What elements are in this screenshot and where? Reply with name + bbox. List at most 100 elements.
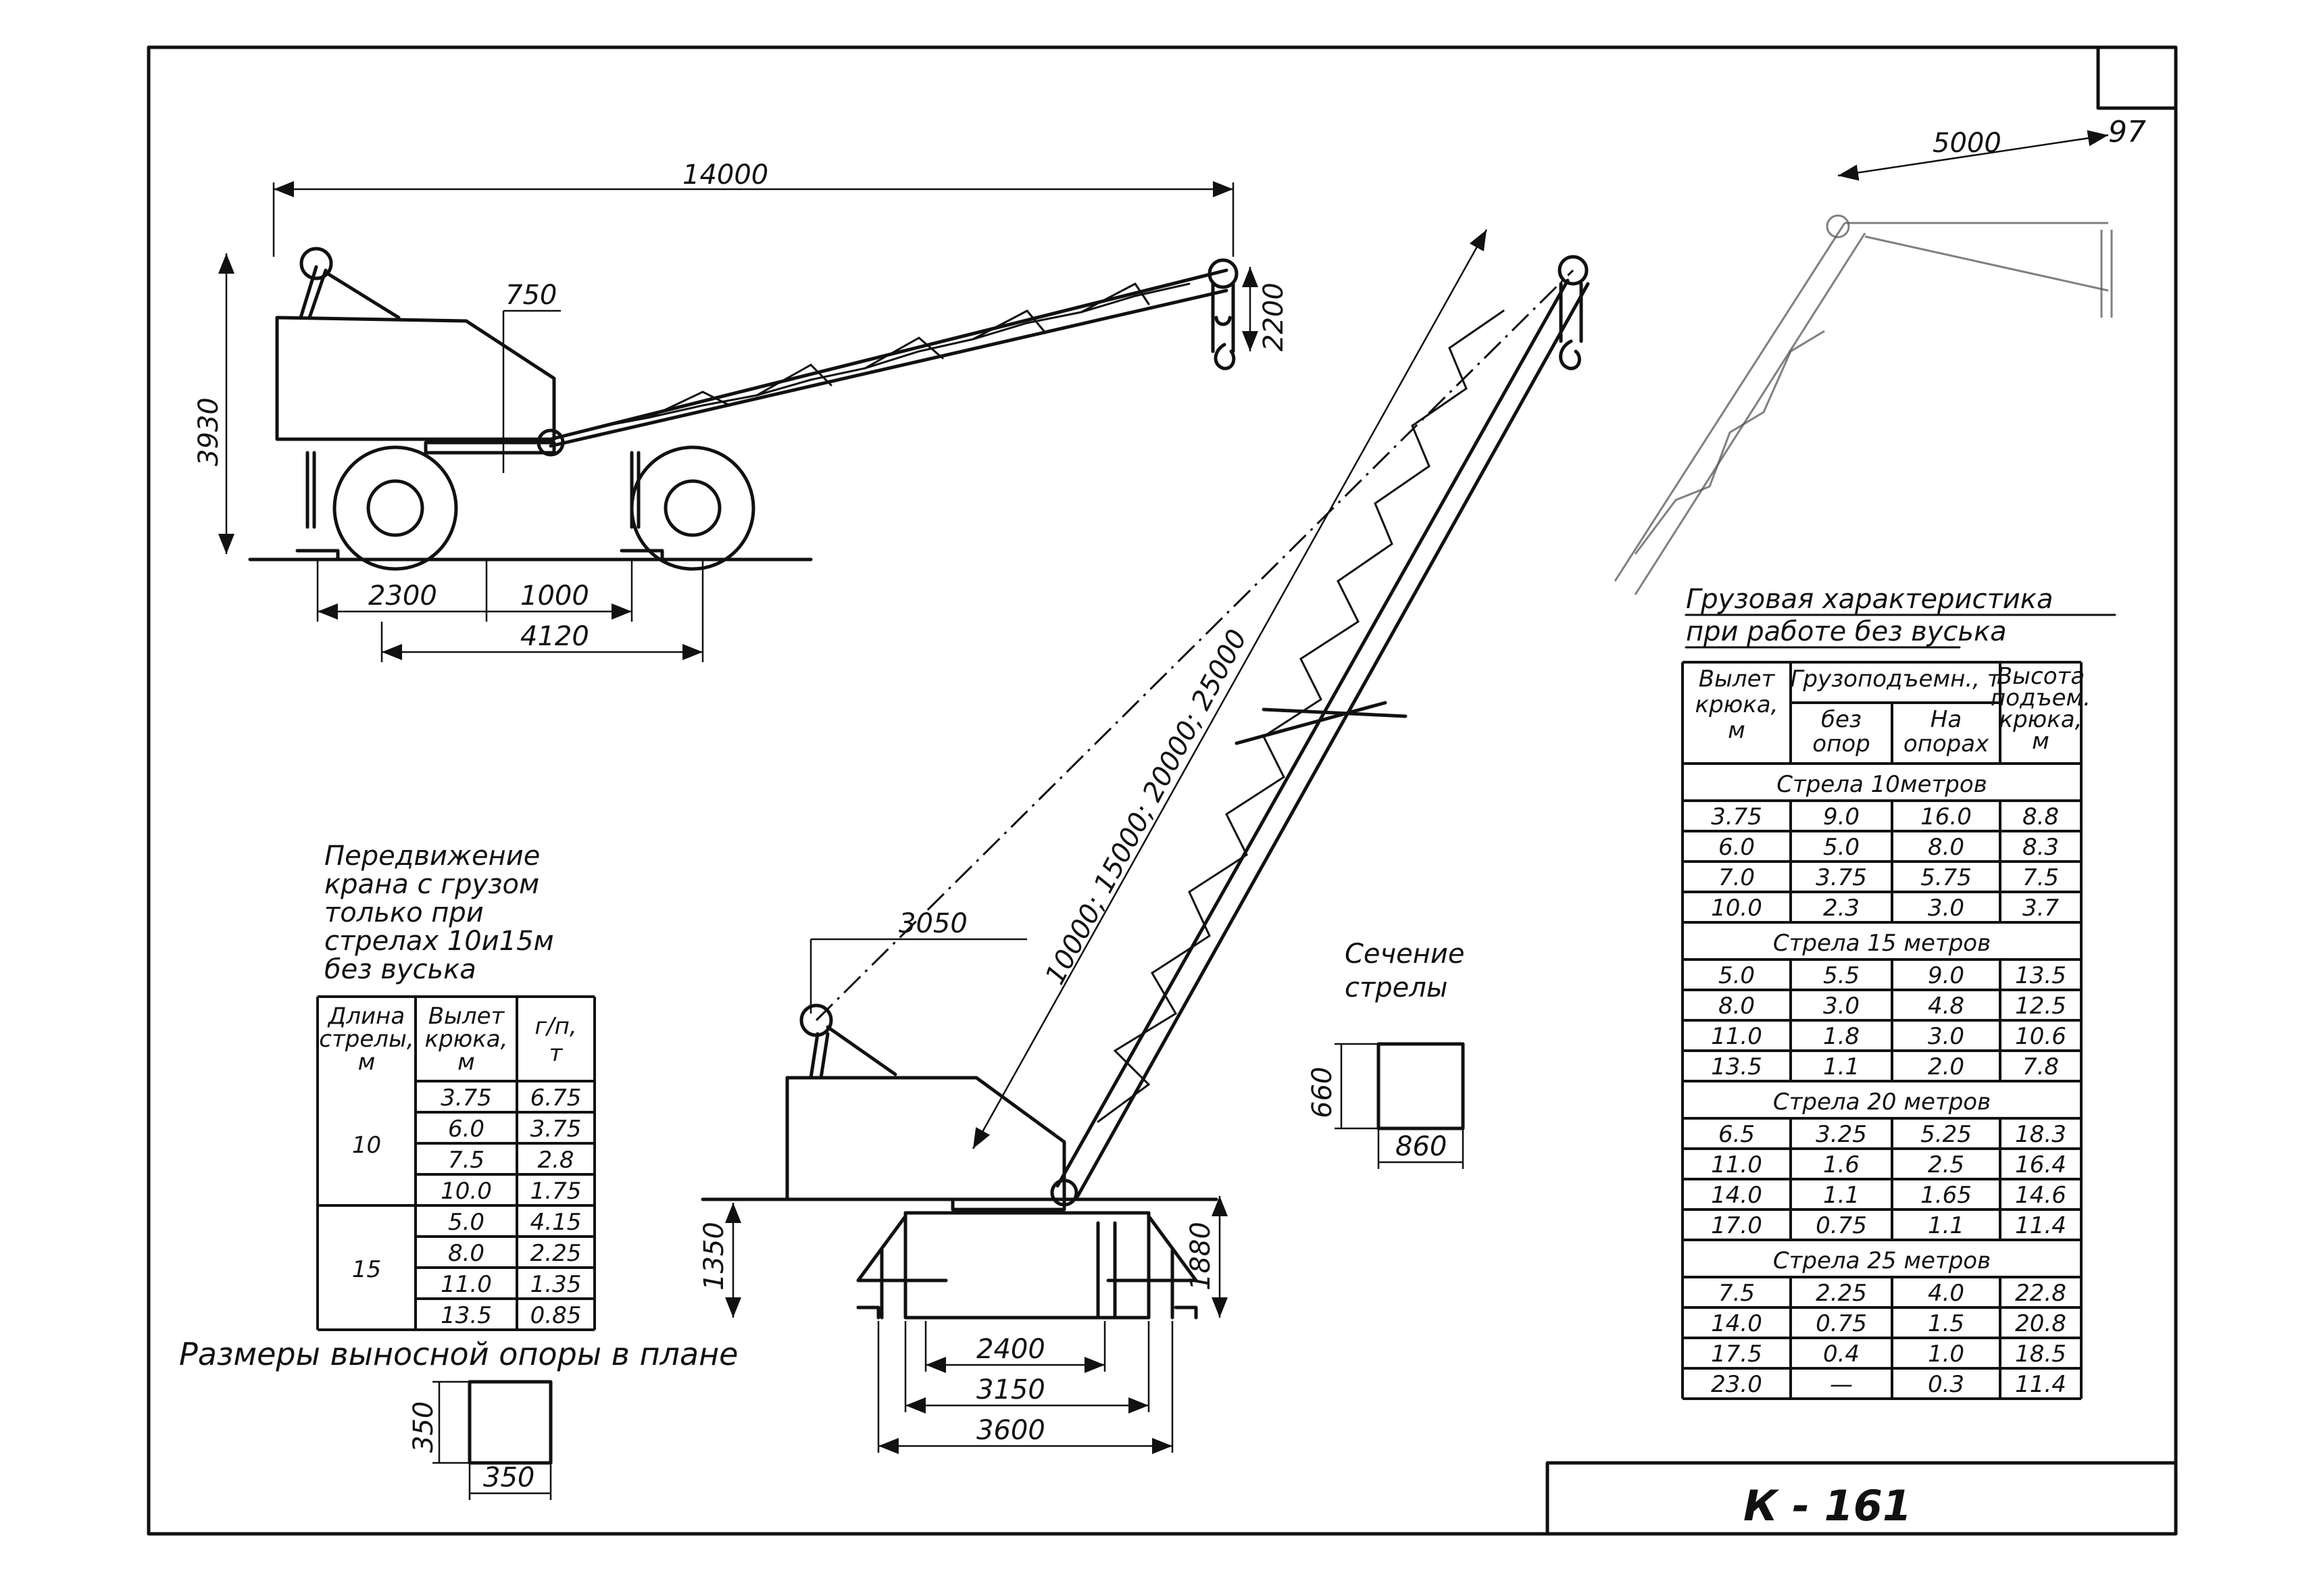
travel-note-line3: только при [324, 897, 484, 928]
load-cell-reach: 11.0 [1711, 1023, 1762, 1050]
load-title-line2: при работе без вуська [1686, 616, 2007, 647]
load-cell-height: 22.8 [2015, 1280, 2066, 1307]
load-cell-reach: 3.75 [1711, 803, 1762, 830]
load-cell-height: 11.4 [2015, 1212, 2066, 1239]
jib-detail: 5000 [1614, 128, 2113, 595]
pad-title: Размеры выносной опоры в плане [179, 1336, 738, 1372]
dim-pad-height: 350 [408, 1401, 439, 1453]
section-title-line2: стрелы [1345, 972, 1447, 1003]
load-cell-on-support: 9.0 [1928, 962, 1964, 989]
load-cell-reach: 8.0 [1718, 993, 1755, 1020]
title-block: К - 161 [1743, 1481, 1912, 1530]
load-cell-no-support: 5.0 [1823, 834, 1860, 861]
dim-4120: 4120 [520, 621, 589, 652]
travel-cell-reach: 7.5 [448, 1147, 484, 1174]
dim-3600: 3600 [976, 1415, 1045, 1446]
load-cell-on-support: 16.0 [1920, 803, 1972, 830]
load-cell-on-support: 2.5 [1928, 1151, 1964, 1178]
load-cell-height: 10.6 [2015, 1023, 2066, 1050]
load-cell-no-support: 2.3 [1823, 895, 1860, 922]
working-view-dimensions: 3050 10000; 15000; 20000; 25000 1350 188… [699, 229, 1488, 1454]
load-cell-no-support: 1.1 [1823, 1182, 1860, 1209]
load-cell-no-support: 3.25 [1816, 1121, 1867, 1148]
travel-cell-reach: 8.0 [448, 1240, 484, 1267]
load-cell-no-support: 0.75 [1816, 1310, 1867, 1337]
dim-1350: 1350 [699, 1222, 730, 1291]
load-cell-height: 11.4 [2015, 1371, 2066, 1398]
load-cell-height: 13.5 [2015, 962, 2066, 989]
load-cell-on-support: 4.8 [1928, 993, 1964, 1020]
load-cell-no-support: 1.1 [1823, 1053, 1860, 1080]
load-cell-on-support: 2.0 [1928, 1053, 1964, 1080]
load-cell-height: 8.8 [2022, 803, 2059, 830]
section-title-line1: Сечение [1345, 939, 1465, 970]
load-section-title: Стрела 10метров [1776, 771, 1987, 798]
load-cell-on-support: 5.75 [1920, 864, 1972, 891]
load-section-title: Стрела 20 метров [1773, 1089, 1991, 1116]
dim-3150: 3150 [976, 1374, 1045, 1405]
travel-cell-reach: 5.0 [448, 1209, 484, 1236]
load-cell-no-support: 9.0 [1823, 803, 1860, 830]
load-cell-no-support: 0.4 [1823, 1341, 1860, 1368]
travel-cell-boom: 15 [352, 1256, 381, 1283]
load-cell-height: 7.8 [2022, 1053, 2059, 1080]
load-cell-height: 7.5 [2022, 864, 2059, 891]
load-cell-on-support: 5.25 [1920, 1121, 1972, 1148]
travel-header-capacity: г/п,т [534, 1013, 576, 1067]
travel-note-line1: Передвижение [324, 841, 540, 872]
travel-cell-capacity: 4.15 [530, 1209, 582, 1236]
load-cell-height: 12.5 [2015, 993, 2066, 1020]
load-cell-height: 14.6 [2015, 1182, 2066, 1209]
load-cell-height: 16.4 [2015, 1151, 2066, 1178]
load-cell-reach: 6.0 [1718, 834, 1755, 861]
load-cell-reach: 17.5 [1711, 1341, 1762, 1368]
dim-3930: 3930 [193, 397, 224, 466]
dim-1000: 1000 [520, 580, 589, 612]
load-cell-reach: 6.5 [1718, 1121, 1755, 1148]
load-cell-reach: 14.0 [1711, 1182, 1762, 1209]
dim-2300: 2300 [368, 580, 437, 612]
crane-side-view [248, 247, 1239, 571]
load-cell-on-support: 1.0 [1928, 1341, 1964, 1368]
load-cell-no-support: 3.75 [1816, 864, 1867, 891]
load-cell-reach: 7.5 [1718, 1280, 1755, 1307]
side-view-dimensions: 14000 3930 750 2200 2300 1000 4120 [193, 159, 1289, 662]
load-cell-height: 18.5 [2015, 1341, 2066, 1368]
drawing-code: К - 161 [1743, 1481, 1912, 1530]
load-section-title: Стрела 15 метров [1773, 930, 1991, 957]
load-cell-on-support: 1.5 [1928, 1310, 1964, 1337]
load-cell-on-support: 3.0 [1928, 1023, 1964, 1050]
load-cell-on-support: 4.0 [1928, 1280, 1964, 1307]
load-cell-reach: 5.0 [1718, 962, 1755, 989]
load-cell-reach: 13.5 [1711, 1053, 1762, 1080]
travel-cell-capacity: 6.75 [530, 1084, 582, 1112]
load-cell-reach: 17.0 [1711, 1212, 1762, 1239]
dim-860: 860 [1395, 1131, 1447, 1162]
load-cell-height: 18.3 [2015, 1121, 2066, 1148]
travel-note: Передвижение крана с грузом только при с… [324, 841, 554, 985]
load-cell-no-support: — [1830, 1371, 1853, 1398]
travel-cell-capacity: 2.25 [530, 1240, 582, 1267]
dim-750: 750 [505, 280, 557, 311]
travel-cell-capacity: 1.75 [530, 1178, 582, 1205]
load-header-capacity: Грузоподъемн., т [1790, 666, 2001, 693]
load-cell-reach: 7.0 [1718, 864, 1755, 891]
travel-cell-capacity: 2.8 [537, 1147, 574, 1174]
load-cell-no-support: 2.25 [1816, 1280, 1867, 1307]
load-cell-no-support: 0.75 [1816, 1212, 1867, 1239]
travel-cell-reach: 11.0 [441, 1271, 492, 1298]
load-title: Грузовая характеристика при работе без в… [1685, 584, 2116, 649]
load-cell-reach: 10.0 [1711, 895, 1762, 922]
load-cell-on-support: 1.1 [1928, 1212, 1964, 1239]
load-cell-no-support: 1.6 [1823, 1151, 1860, 1178]
dim-5000: 5000 [1933, 128, 2001, 159]
load-cell-no-support: 1.8 [1823, 1023, 1860, 1050]
dim-3050: 3050 [899, 908, 968, 939]
